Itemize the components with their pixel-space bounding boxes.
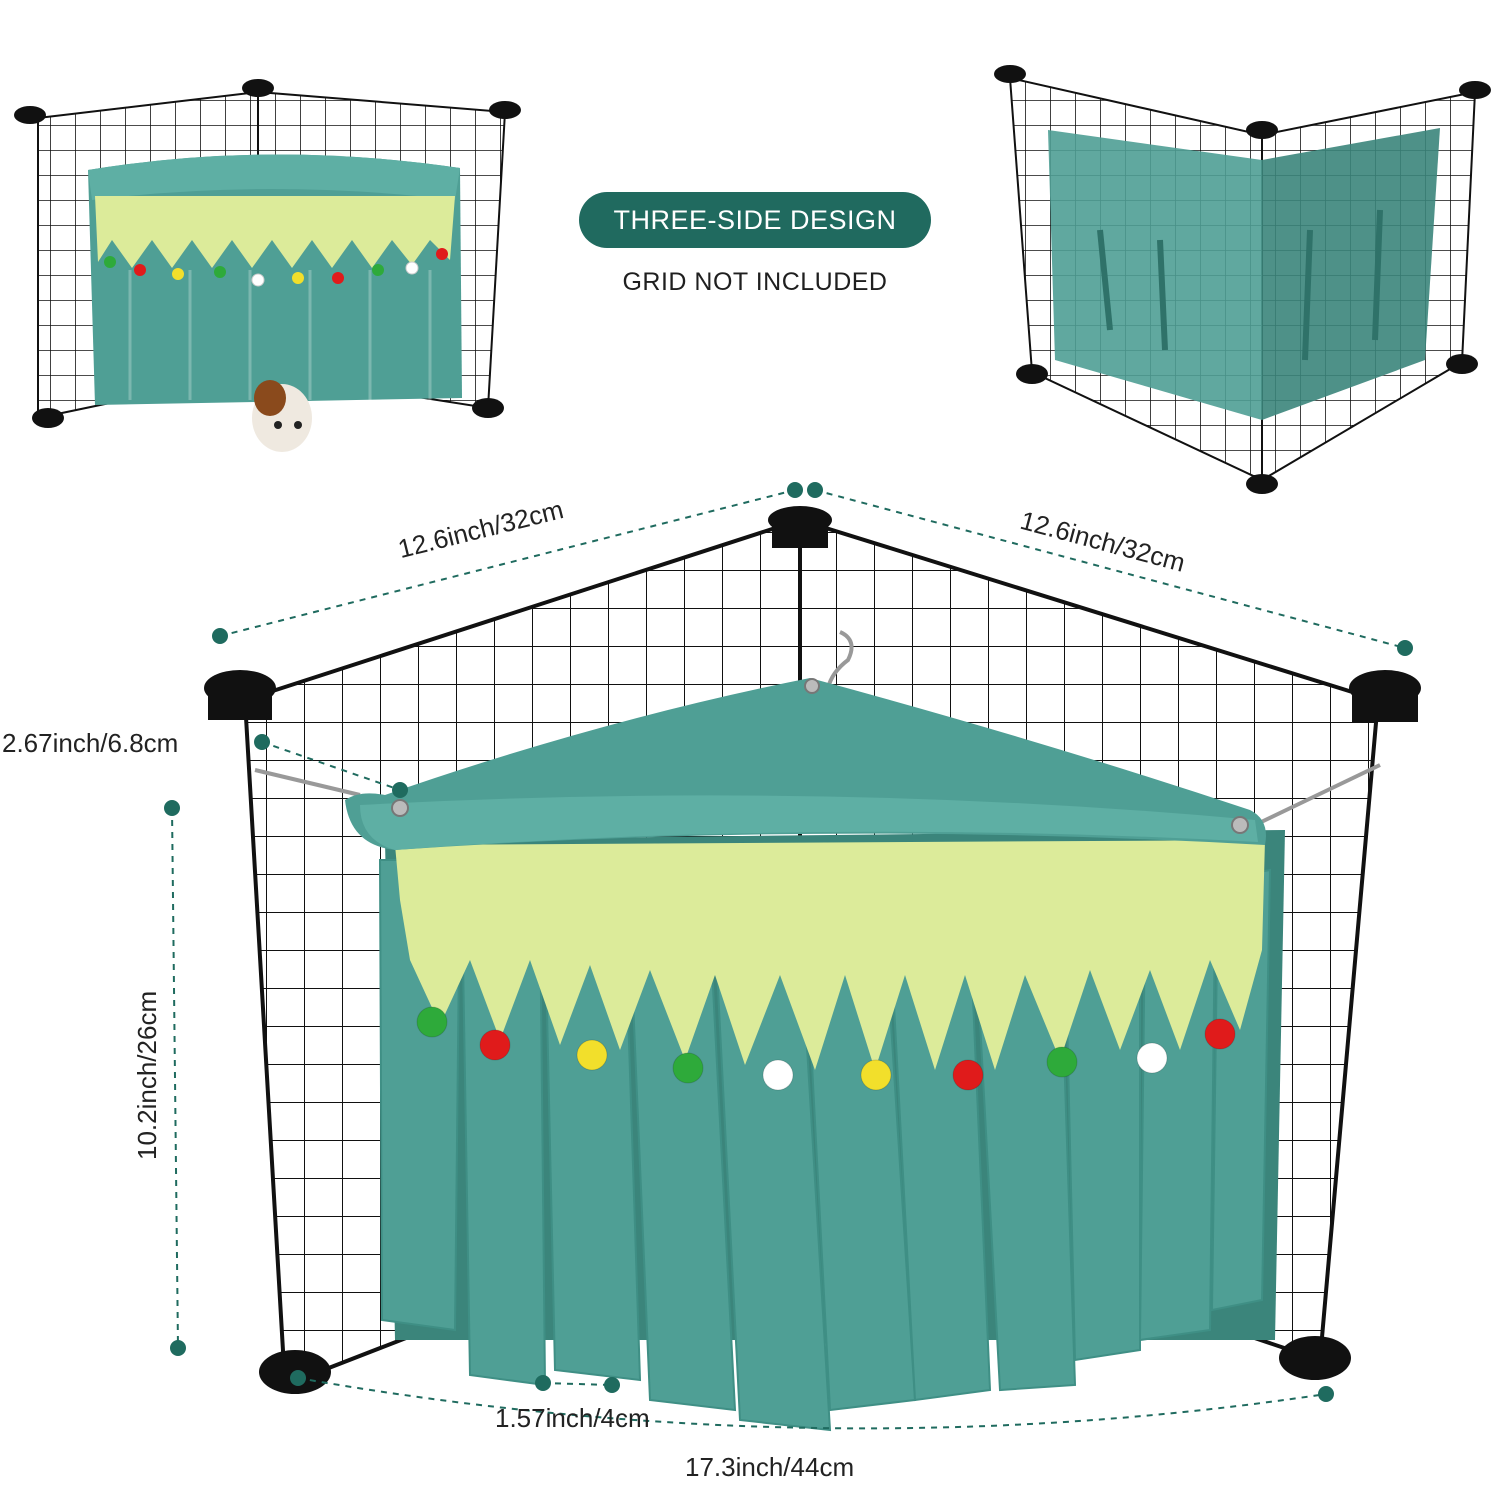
thumbnail-back-view [994, 65, 1491, 494]
pompom [1046, 1046, 1078, 1078]
pompom [576, 1039, 608, 1071]
pompom [672, 1052, 704, 1084]
pompom [762, 1059, 794, 1091]
main-product-view [204, 506, 1421, 1432]
dimension-label-front-width: 17.3inch/44cm [685, 1452, 855, 1482]
pompom [479, 1029, 511, 1061]
dimension-label-depth: 2.67inch/6.8cm [2, 728, 179, 758]
pompom-group [416, 1006, 1236, 1091]
dimension-label-strip-width: 1.57inch/4cm [495, 1403, 650, 1433]
pompom [952, 1059, 984, 1091]
pompom [1204, 1018, 1236, 1050]
dimension-lines [171, 489, 1406, 1430]
thumbnail-front-view [14, 79, 521, 452]
pompom [416, 1006, 448, 1038]
dimension-label-height: 10.2inch/26cm [132, 990, 162, 1160]
grid-note: GRID NOT INCLUDED [622, 268, 888, 296]
pompom [1136, 1042, 1168, 1074]
dimension-endpoints [164, 482, 1413, 1402]
design-badge: THREE-SIDE DESIGN [579, 192, 931, 248]
pompom [860, 1059, 892, 1091]
